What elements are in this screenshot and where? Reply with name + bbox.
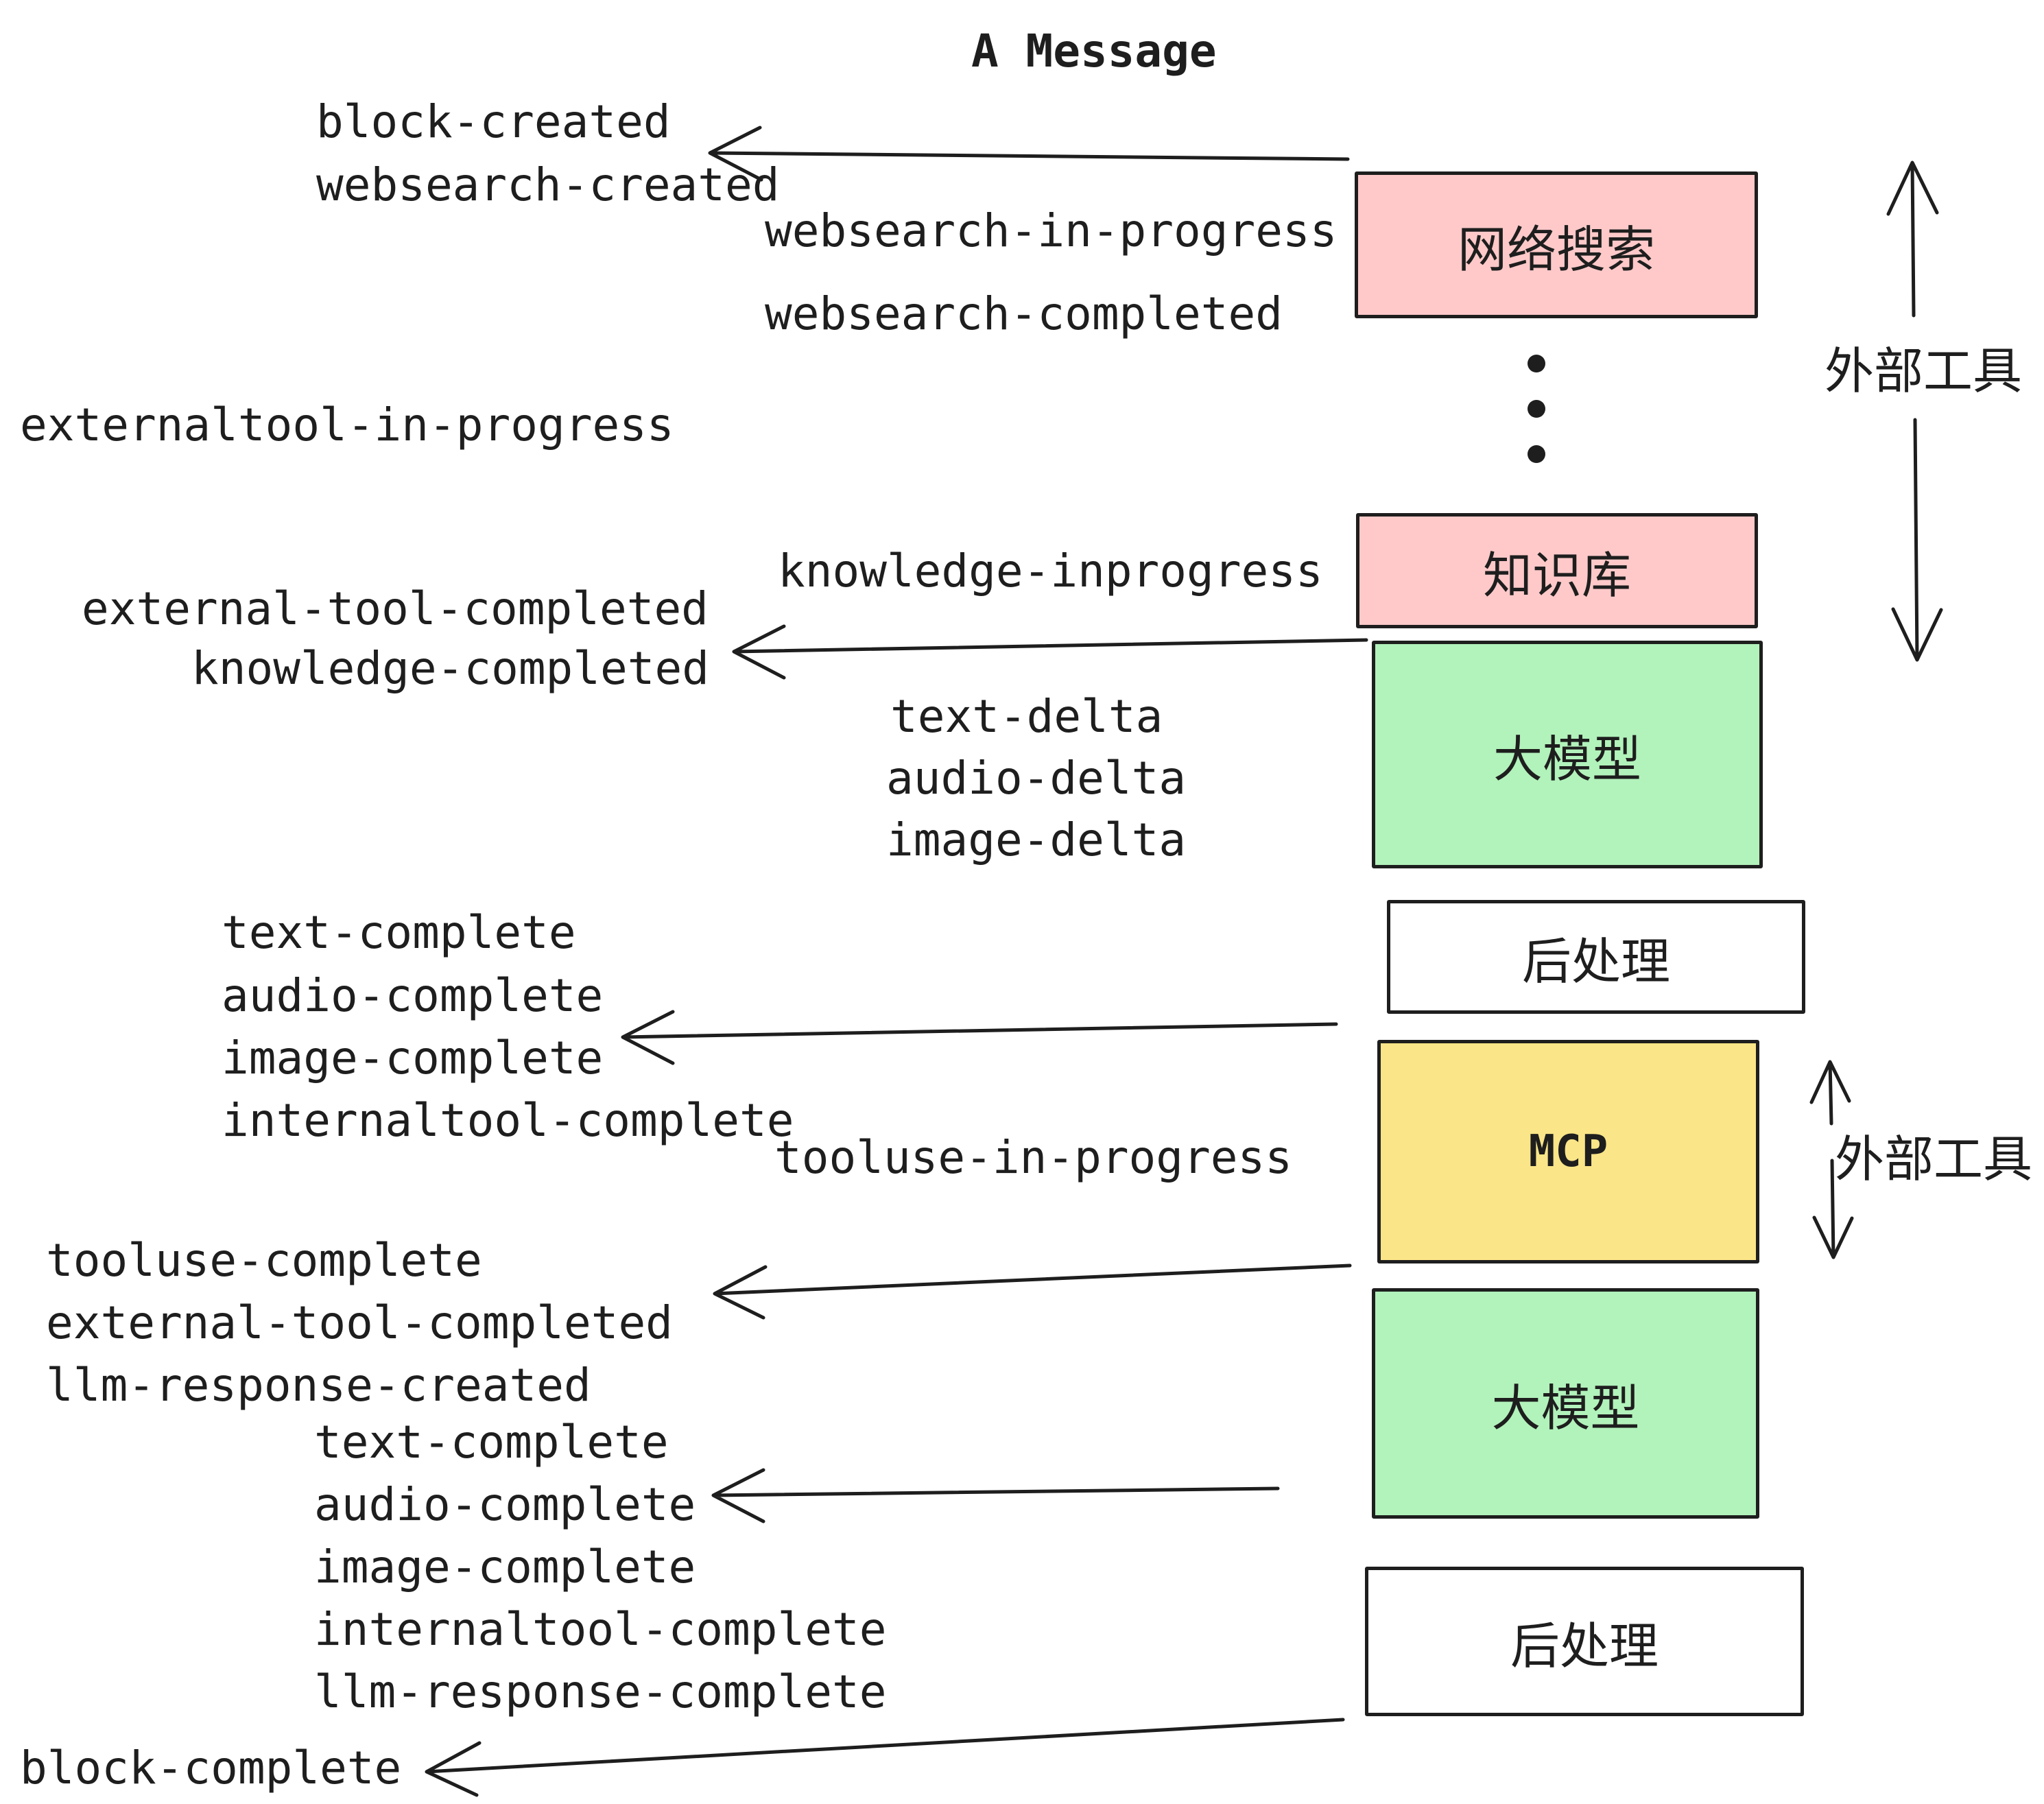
box-websearch-label: 网络搜索 bbox=[1457, 220, 1655, 278]
event-external-tool-completed-2: external-tool-completed bbox=[46, 1296, 673, 1349]
event-block-created: block-created bbox=[316, 95, 671, 148]
event-externaltool-in-progress: externaltool-in-progress bbox=[20, 399, 674, 451]
side-label-external-tools-1: 外部工具 bbox=[1825, 342, 2023, 400]
event-text-complete: text-complete bbox=[222, 906, 576, 959]
event-text-complete-2: text-complete bbox=[314, 1416, 669, 1469]
side-label-external-tools-2: 外部工具 bbox=[1835, 1130, 2033, 1188]
event-llm-response-created: llm-response-created bbox=[46, 1359, 591, 1412]
event-text-delta: text-delta bbox=[890, 690, 1163, 743]
event-audio-delta: audio-delta bbox=[886, 752, 1187, 805]
event-tooluse-complete: tooluse-complete bbox=[46, 1234, 482, 1287]
box-llm-2-label: 大模型 bbox=[1491, 1379, 1640, 1437]
ellipsis-dot-2 bbox=[1528, 400, 1545, 418]
box-knowledge: 知识库 bbox=[1356, 513, 1758, 628]
box-llm-1-label: 大模型 bbox=[1493, 730, 1641, 788]
event-external-tool-completed: external-tool-completed bbox=[82, 582, 709, 635]
box-knowledge-label: 知识库 bbox=[1482, 546, 1631, 604]
event-tooluse-in-progress: tooluse-in-progress bbox=[774, 1131, 1292, 1184]
arrow-to-image-complete bbox=[621, 1010, 1338, 1065]
box-postprocess-2: 后处理 bbox=[1365, 1567, 1804, 1716]
box-llm-2: 大模型 bbox=[1372, 1288, 1759, 1519]
box-postprocess-1: 后处理 bbox=[1387, 900, 1805, 1014]
arrow-to-audio-complete bbox=[711, 1468, 1280, 1523]
event-knowledge-inprogress: knowledge-inprogress bbox=[778, 545, 1323, 597]
ellipsis-dot-3 bbox=[1528, 445, 1545, 463]
event-llm-response-complete: llm-response-complete bbox=[314, 1665, 887, 1718]
event-websearch-created: websearch-created bbox=[316, 158, 780, 211]
arrow-to-external-tool-completed bbox=[713, 1263, 1352, 1320]
arrow-to-block-complete bbox=[425, 1718, 1345, 1797]
event-image-delta: image-delta bbox=[886, 814, 1187, 866]
event-block-complete: block-complete bbox=[20, 1742, 402, 1794]
event-image-complete: image-complete bbox=[222, 1032, 604, 1084]
arrow-external-tools-1-up bbox=[1886, 161, 1939, 318]
event-image-complete-2: image-complete bbox=[314, 1541, 696, 1593]
event-internaltool-complete-2: internaltool-complete bbox=[314, 1603, 887, 1656]
diagram-title: A Message bbox=[971, 25, 1217, 78]
ellipsis-dot-1 bbox=[1528, 355, 1545, 372]
box-postprocess-1-label: 后处理 bbox=[1521, 932, 1670, 990]
arrow-to-block-created bbox=[708, 126, 1350, 182]
event-knowledge-completed: knowledge-completed bbox=[191, 642, 709, 695]
box-llm-1: 大模型 bbox=[1372, 641, 1763, 868]
event-audio-complete-2: audio-complete bbox=[314, 1478, 696, 1531]
arrow-to-knowledge-completed bbox=[732, 624, 1368, 680]
box-mcp-label: MCP bbox=[1528, 1126, 1608, 1177]
event-websearch-in-progress: websearch-in-progress bbox=[765, 204, 1338, 257]
event-audio-complete: audio-complete bbox=[222, 969, 604, 1022]
arrow-external-tools-2-up bbox=[1809, 1060, 1851, 1126]
box-postprocess-2-label: 后处理 bbox=[1510, 1617, 1659, 1675]
event-internaltool-complete: internaltool-complete bbox=[222, 1094, 794, 1147]
box-websearch: 网络搜索 bbox=[1355, 171, 1758, 318]
arrow-external-tools-1-down bbox=[1891, 418, 1943, 662]
box-mcp: MCP bbox=[1377, 1040, 1759, 1263]
event-websearch-completed: websearch-completed bbox=[765, 287, 1283, 340]
